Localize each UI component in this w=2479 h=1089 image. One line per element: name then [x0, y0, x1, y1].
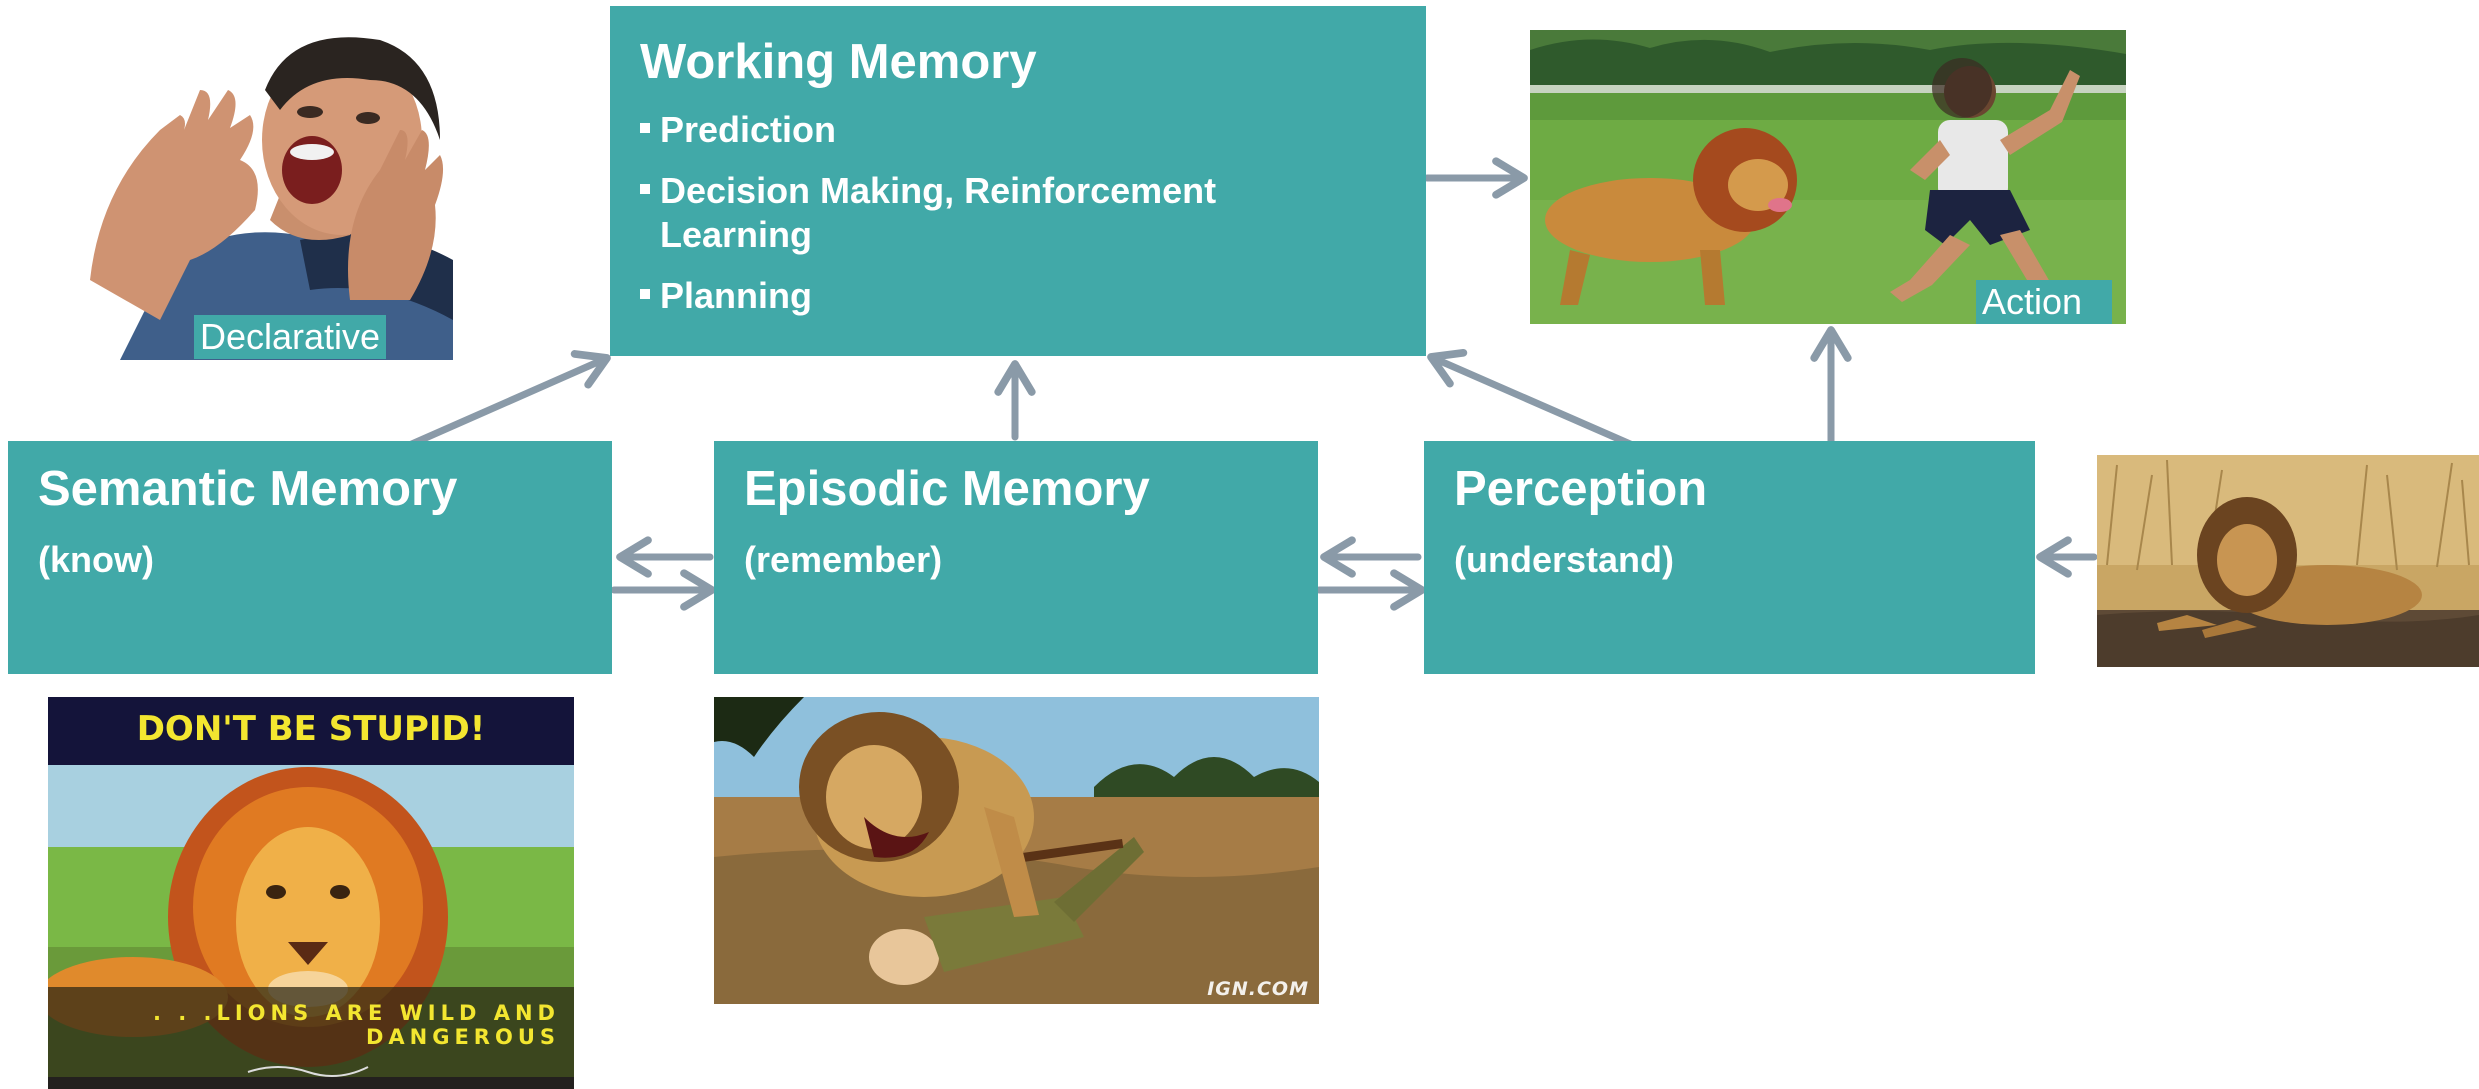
lion-attacking-hunter-photo: IGN.COM — [714, 697, 1319, 1004]
man-shouting-photo — [50, 20, 453, 360]
working-memory-bullets: Prediction Decision Making, Reinforcemen… — [640, 108, 1260, 335]
bullet-prediction: Prediction — [640, 108, 1260, 152]
working-memory-box: Working Memory Prediction Decision Makin… — [610, 6, 1426, 356]
arrow-perception-to-working — [1427, 348, 1641, 451]
episodic-memory-title: Episodic Memory — [744, 462, 1150, 516]
episodic-memory-box: Episodic Memory (remember) — [714, 441, 1318, 674]
declarative-caption: Declarative — [194, 315, 387, 359]
semantic-memory-title: Semantic Memory — [38, 462, 458, 516]
working-memory-title: Working Memory — [640, 35, 1037, 89]
lion-lying-photo — [2097, 455, 2479, 667]
action-caption: Action — [1976, 280, 2113, 324]
perception-subtitle: (understand) — [1454, 539, 1674, 580]
perception-title: Perception — [1454, 462, 1708, 516]
poster-title: DON'T BE STUPID! — [136, 709, 486, 749]
arrow-semantic-to-working — [401, 350, 611, 451]
bullet-decision-making: Decision Making, Reinforcement Learning — [640, 169, 1260, 257]
perception-box: Perception (understand) — [1424, 441, 2035, 674]
bullet-planning: Planning — [640, 274, 1260, 318]
poster-tagline: . . .LIONS ARE WILD AND DANGEROUS — [152, 1001, 560, 1049]
lion-poster-photo: DON'T BE STUPID! . . .LIONS ARE WILD AND… — [48, 697, 574, 1089]
ign-watermark: IGN.COM — [1207, 978, 1309, 1000]
semantic-memory-box: Semantic Memory (know) — [8, 441, 612, 674]
semantic-memory-subtitle: (know) — [38, 539, 154, 580]
episodic-memory-subtitle: (remember) — [744, 539, 943, 580]
